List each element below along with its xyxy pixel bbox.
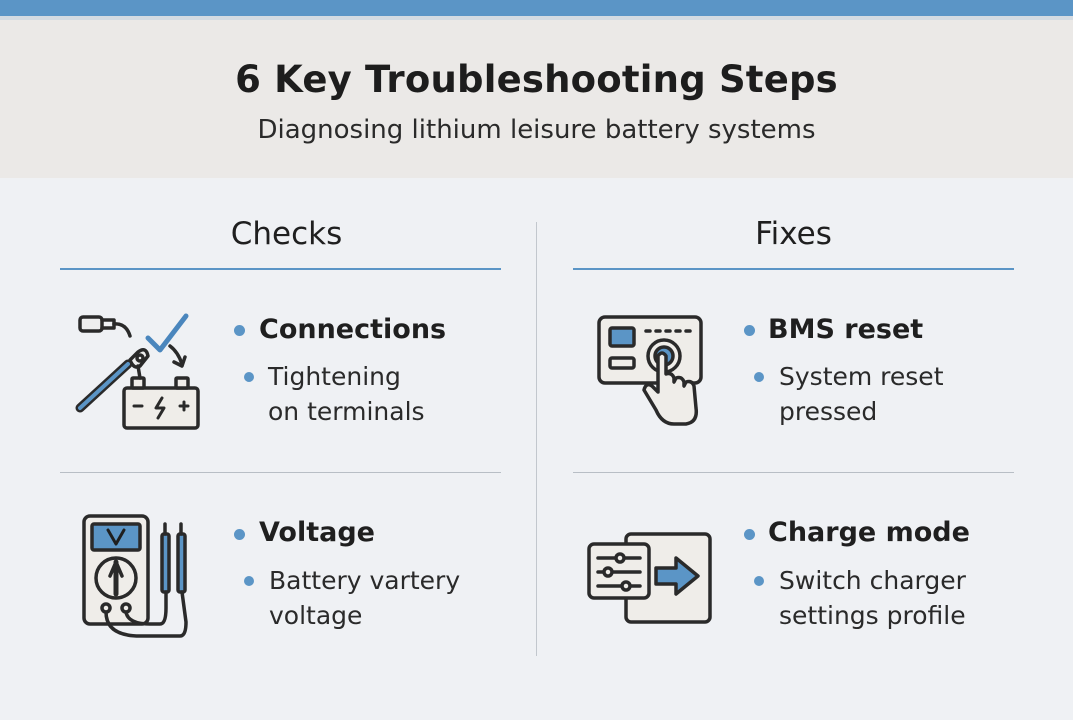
- bullet-dot: [744, 325, 755, 336]
- fixes-row-divider: [573, 472, 1014, 473]
- battery-terminal-icon: [75, 313, 200, 430]
- bullet-dot: [244, 576, 254, 586]
- item-desc-voltage-line1: Battery vartery: [269, 566, 461, 595]
- checks-row-divider: [60, 472, 501, 473]
- item-title-connections: Connections: [259, 314, 447, 345]
- multimeter-icon: [82, 514, 188, 638]
- page-title: 6 Key Troubleshooting Steps: [235, 58, 838, 101]
- fixes-heading-rule: [573, 268, 1014, 270]
- item-desc-connections-line2: on terminals: [268, 397, 425, 426]
- reset-button-icon: [597, 315, 703, 426]
- item-desc-connections-line1: Tightening: [268, 362, 401, 391]
- bullet-dot: [744, 529, 755, 540]
- column-divider: [536, 222, 537, 656]
- page-subtitle: Diagnosing lithium leisure battery syste…: [257, 115, 816, 145]
- settings-switch-icon: [587, 532, 712, 624]
- item-desc-voltage-line2: voltage: [269, 601, 363, 630]
- bullet-dot: [754, 576, 764, 586]
- checks-heading-rule: [60, 268, 501, 270]
- top-accent-bar: [0, 0, 1073, 16]
- fixes-heading: Fixes: [755, 216, 832, 252]
- bullet-dot: [234, 529, 245, 540]
- item-desc-charge-mode-line2: settings profile: [779, 601, 966, 630]
- item-desc-bms-reset-line2: pressed: [779, 397, 878, 426]
- bullet-dot: [754, 372, 764, 382]
- item-title-voltage: Voltage: [259, 517, 375, 548]
- bullet-dot: [234, 325, 245, 336]
- item-desc-bms-reset-line1: System reset: [779, 362, 944, 391]
- item-title-bms-reset: BMS reset: [768, 314, 924, 345]
- checks-heading: Checks: [230, 216, 343, 252]
- item-title-charge-mode: Charge mode: [768, 517, 970, 548]
- header-band: [0, 20, 1073, 178]
- bullet-dot: [244, 372, 254, 382]
- item-desc-charge-mode-line1: Switch charger: [779, 566, 966, 595]
- top-accent-shadow: [0, 16, 1073, 20]
